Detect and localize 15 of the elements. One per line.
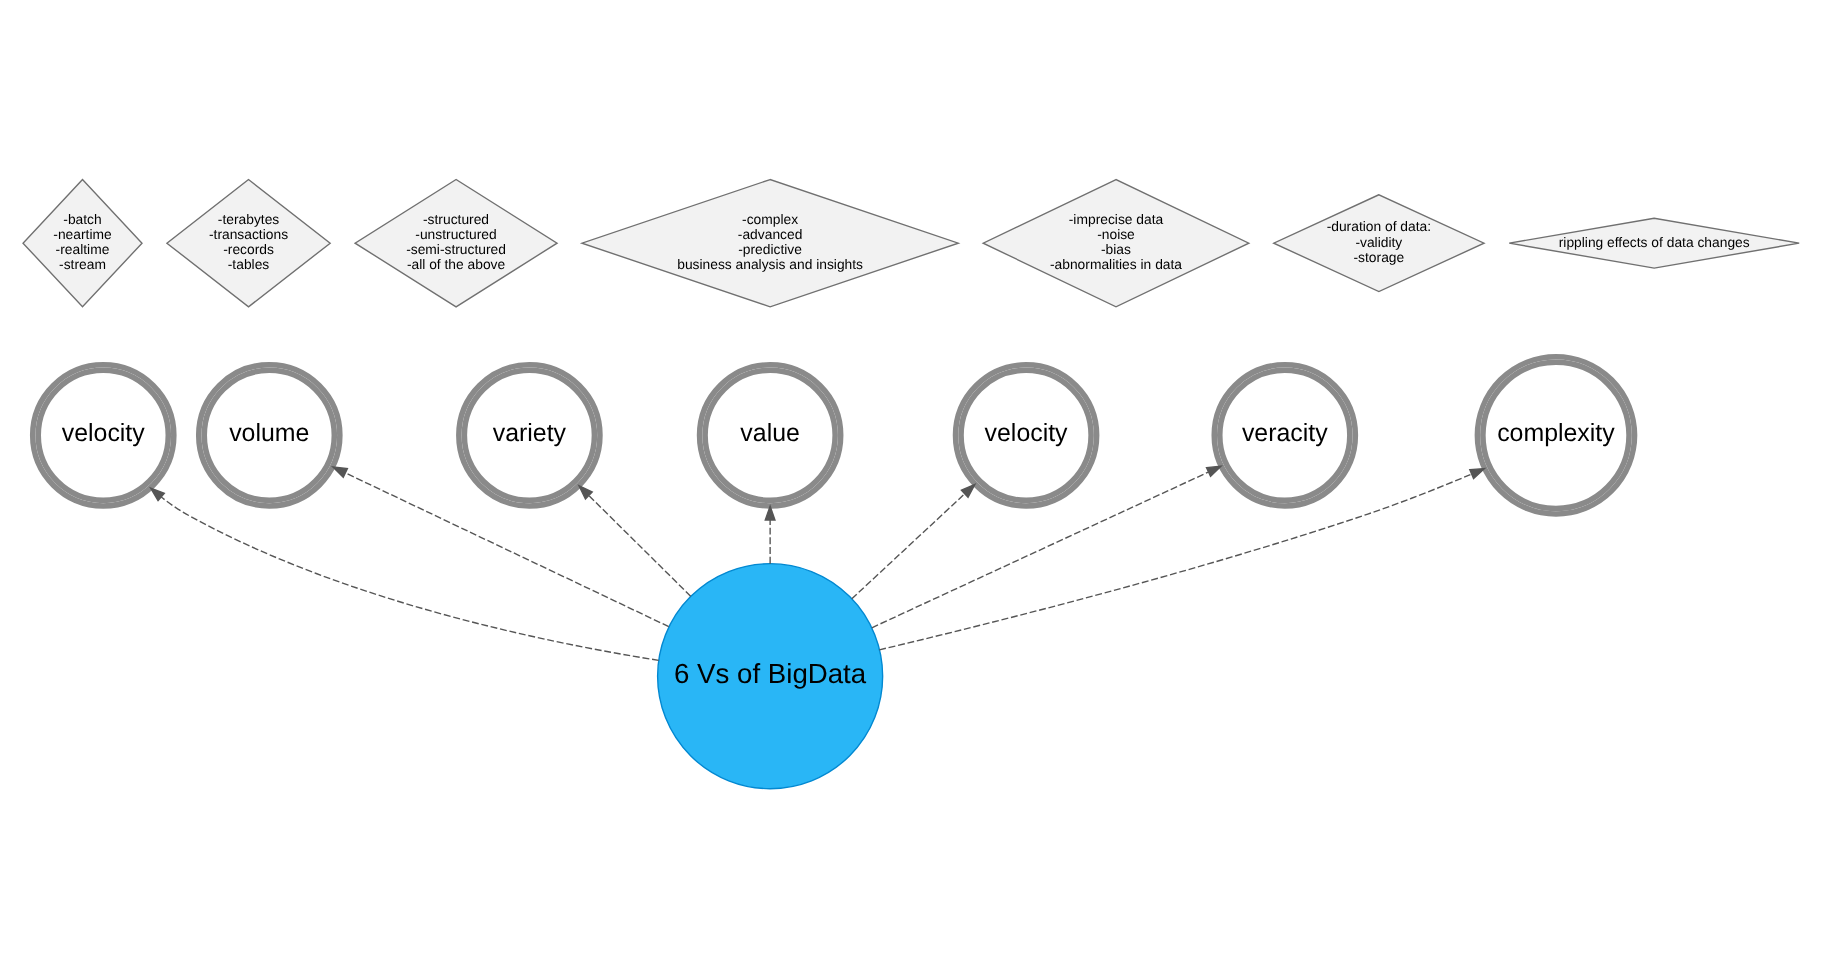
- arrow: [330, 466, 670, 628]
- node-circle: velocity: [29, 362, 177, 509]
- node-circle: velocity: [952, 362, 1100, 509]
- arrow: [577, 484, 692, 597]
- arrow: [851, 482, 977, 600]
- node-circle: volume: [195, 362, 343, 509]
- arrow: [871, 465, 1223, 629]
- node-circle: value: [696, 362, 844, 509]
- arrow: [764, 504, 776, 565]
- node-circle: 6 Vs of BigData: [656, 562, 884, 790]
- arrow: [878, 467, 1487, 651]
- arrow: [149, 486, 660, 662]
- node-circle: variety: [456, 362, 603, 509]
- node-circle: veracity: [1211, 362, 1359, 509]
- node-circle: complexity: [1474, 354, 1638, 517]
